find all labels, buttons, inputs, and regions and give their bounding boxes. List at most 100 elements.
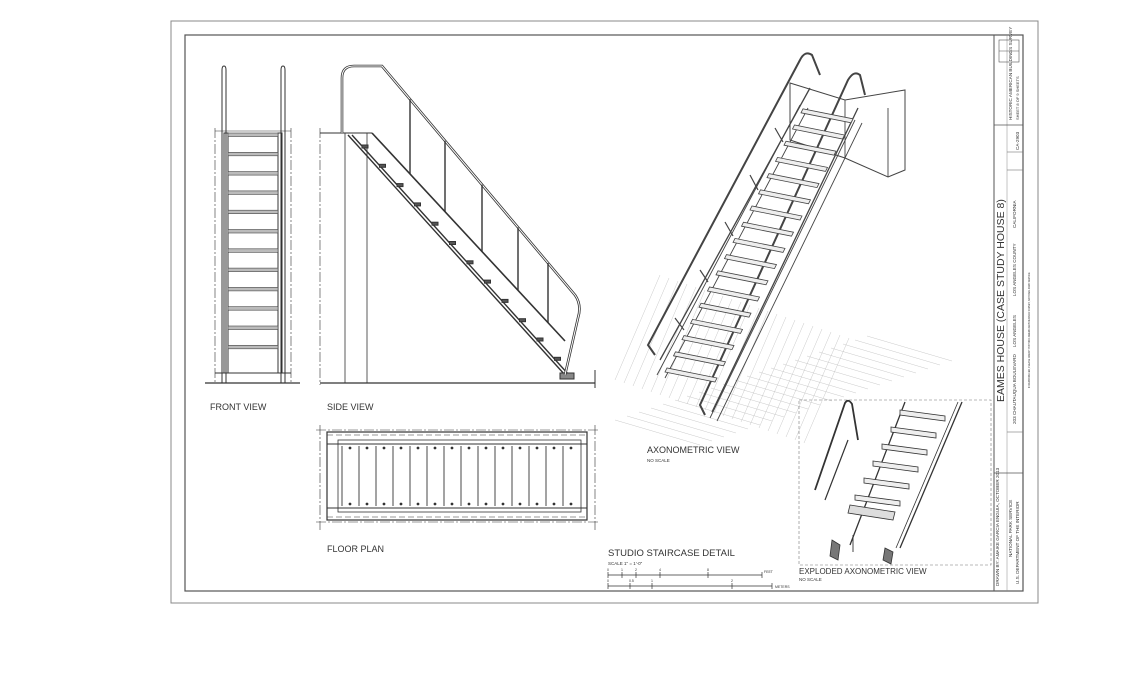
exploded-stringer (895, 401, 959, 549)
bolt (365, 502, 369, 506)
brick-line (704, 304, 751, 411)
stringer-top (347, 134, 566, 376)
front-tread (227, 229, 279, 234)
front-tread (227, 190, 279, 195)
project-county: LOS ANGELES COUNTY (1012, 243, 1017, 296)
axon-midrail (711, 107, 859, 413)
front-view-label: FRONT VIEW (210, 402, 267, 412)
brick-line (842, 343, 929, 370)
axon-tread (766, 173, 820, 189)
brick-line (818, 351, 905, 378)
exploded-rail (824, 439, 849, 501)
bolt (450, 446, 454, 450)
front-tread (227, 287, 279, 292)
bolt (348, 502, 352, 506)
landing-wall (344, 132, 368, 384)
fine-print: IF REPRODUCED, PLEASE CREDIT: HISTORIC A… (1028, 272, 1031, 388)
axon-tread (732, 237, 786, 253)
side-tread (379, 163, 386, 168)
axon-tread (672, 351, 727, 367)
brick-line (710, 387, 797, 414)
brick-line (614, 274, 661, 381)
brick-line (674, 399, 761, 426)
axon-tread (774, 156, 829, 172)
bolt (467, 446, 471, 450)
side-tread (484, 279, 491, 284)
bolt (433, 502, 437, 506)
brick-line (632, 280, 679, 387)
brick-line (767, 325, 814, 432)
brick-line (722, 310, 769, 417)
front-tread (227, 171, 279, 176)
brick-line (641, 283, 688, 390)
brick-line (758, 322, 805, 429)
bolt (399, 502, 403, 506)
feet-tick-label: 2 (635, 568, 637, 572)
axon-tread (715, 270, 769, 286)
exploded-tread (872, 460, 919, 473)
axon-baluster (699, 269, 709, 283)
brick-line (854, 339, 941, 366)
feet-tick-label: 0 (607, 568, 609, 572)
handrail-inner (341, 65, 580, 376)
title-block (993, 35, 1023, 591)
brick-line (830, 347, 917, 374)
axon-baluster (774, 127, 784, 143)
inner-border (184, 34, 1024, 592)
axon-tread (681, 335, 735, 351)
brick-line (806, 355, 893, 382)
axon-tread (689, 318, 744, 334)
bolt (535, 502, 539, 506)
front-tread (227, 152, 279, 157)
detail-scale: SCALE 1" = 1'-0" (608, 561, 643, 566)
axon-stringer (709, 119, 856, 419)
brick-line (866, 335, 953, 362)
brick-line (650, 286, 697, 393)
brick-line (740, 316, 787, 423)
side-tread (396, 183, 404, 188)
axon-baluster (724, 221, 734, 237)
survey-name: HISTORIC AMERICAN BUILDINGS SURVEY (1008, 27, 1013, 120)
side-tread (449, 241, 456, 245)
axon-view-label: AXONOMETRIC VIEW (647, 445, 740, 455)
brick-line (686, 298, 733, 405)
front-tread (227, 132, 279, 137)
bolt (569, 502, 573, 506)
side-tread (361, 144, 369, 149)
brick-line (794, 359, 881, 386)
front-tread (227, 267, 279, 272)
plan-outline (326, 431, 588, 521)
brick-line (776, 328, 823, 435)
bolt (569, 446, 573, 450)
brick-line (722, 383, 809, 410)
side-tread (414, 202, 421, 207)
front-tread (227, 344, 279, 350)
bolt (416, 446, 420, 450)
axonometric-drawing (614, 52, 953, 446)
bolt (433, 446, 437, 450)
meter-tick-label: 0 (607, 579, 609, 583)
side-view-drawing (319, 64, 596, 388)
bolt (399, 446, 403, 450)
brick-line (785, 331, 832, 438)
bolt (382, 446, 386, 450)
brick-line (659, 289, 706, 396)
bolt (416, 502, 420, 506)
brick-line (650, 407, 737, 434)
stringer-bottom (351, 134, 570, 376)
brick-line (686, 395, 773, 422)
handrail-post-right (280, 65, 286, 383)
side-tread (536, 337, 544, 342)
brick-line (623, 277, 670, 384)
exploded-view-label: EXPLODED AXONOMETRIC VIEW (799, 567, 927, 576)
front-tread (227, 306, 279, 311)
bolt (484, 502, 488, 506)
brick-line (662, 403, 749, 430)
axon-tread (783, 140, 837, 156)
front-tread (227, 209, 279, 214)
brick-line (626, 415, 713, 442)
project-title: EAMES HOUSE (CASE STUDY HOUSE 8) (995, 199, 1007, 402)
wall-block (789, 82, 906, 178)
detail-title: STUDIO STAIRCASE DETAIL (608, 548, 735, 559)
